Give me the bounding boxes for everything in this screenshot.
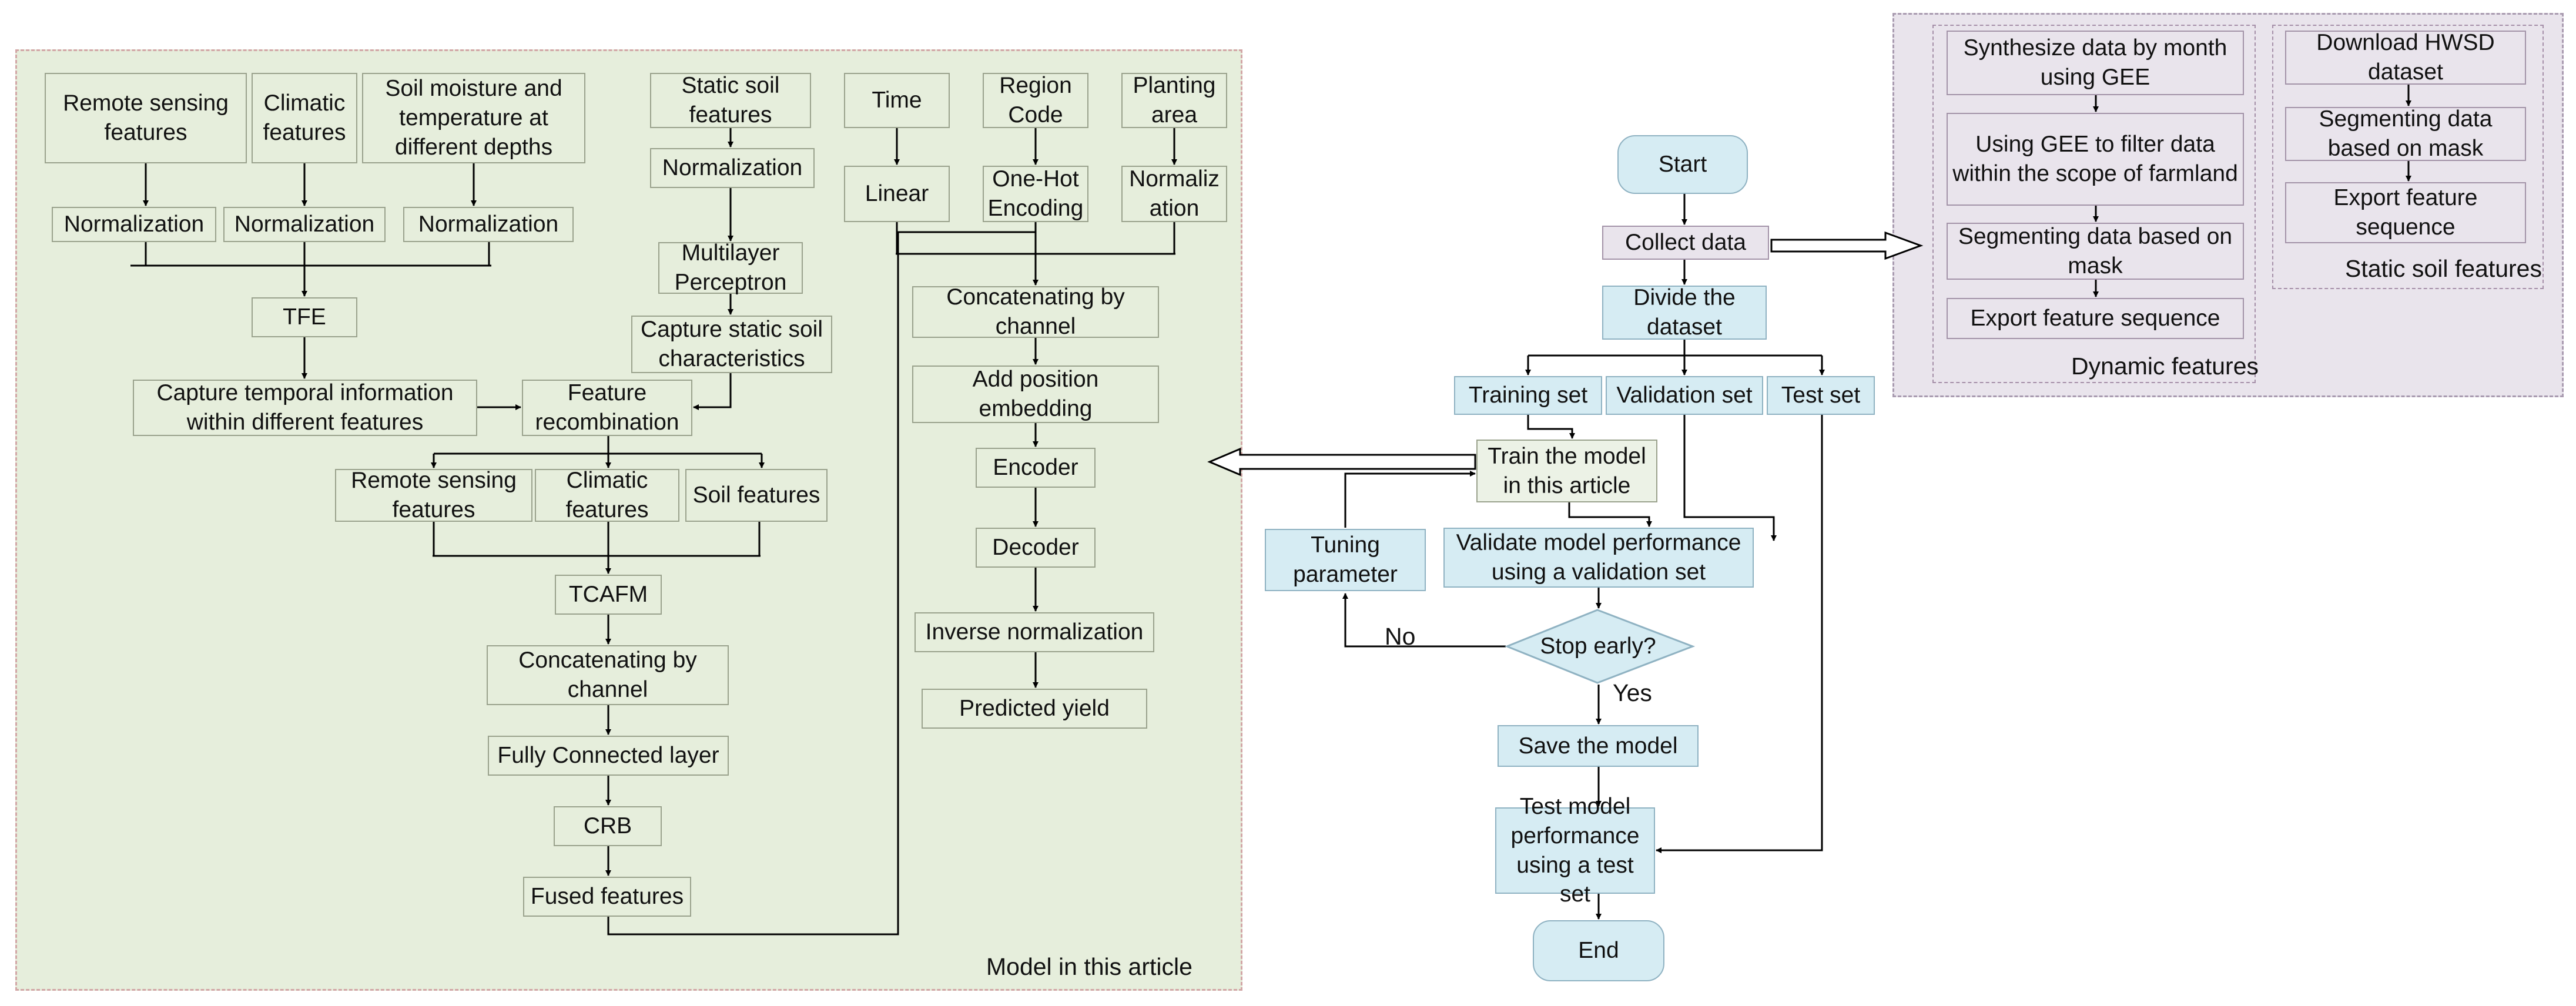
tcafm-box: TCAFM [555, 575, 662, 615]
no-label: No [1385, 623, 1416, 650]
fully-connected-layer-box: Fully Connected layer [488, 736, 729, 776]
add-position-embedding-box: Add position embedding [912, 365, 1159, 423]
capture-temporal-info-box: Capture temporal information within diff… [133, 380, 477, 436]
remote-sensing-features-box: Remote sensing features [45, 73, 247, 163]
encoder-box: Encoder [976, 448, 1096, 488]
segment-dynamic-box: Segmenting data based on mask [1947, 223, 2244, 280]
segment-static-box: Segmenting data based on mask [2285, 106, 2526, 161]
normalization-soil: Normalization [403, 207, 574, 242]
normalization-planting-box: Normaliz ation [1121, 166, 1227, 222]
feature-recombination-box: Feature recombination [522, 380, 692, 436]
normalization-climatic: Normalization [223, 207, 386, 242]
crb-box: CRB [554, 806, 662, 846]
save-model-box: Save the model [1498, 725, 1699, 767]
predicted-yield-box: Predicted yield [922, 689, 1147, 729]
region-code-box: Region Code [983, 73, 1088, 128]
decoder-box: Decoder [976, 528, 1096, 568]
train-model-box: Train the model in this article [1476, 440, 1657, 502]
stop-early-diamond [1504, 609, 1696, 684]
linear-box: Linear [844, 166, 950, 222]
yes-label: Yes [1613, 679, 1652, 706]
climatic-features-box: Climatic features [252, 73, 357, 163]
stop-early-label: Stop early? [1540, 633, 1656, 659]
fused-features-box: Fused features [523, 877, 691, 917]
validate-model-box: Validate model performance using a valid… [1443, 528, 1754, 588]
static-soil-features-caption: Static soil features [2345, 255, 2542, 282]
remote-sensing-features-2-box: Remote sensing features [335, 468, 532, 522]
static-soil-features-box: Static soil features [650, 73, 811, 128]
synthesize-data-box: Synthesize data by month using GEE [1947, 31, 2244, 95]
dynamic-features-caption: Dynamic features [2071, 353, 2259, 380]
filter-farmland-box: Using GEE to filter data within the scop… [1947, 113, 2244, 206]
multilayer-perceptron-box: Multilayer Perceptron [658, 240, 803, 295]
inverse-normalization-box: Inverse normalization [915, 612, 1154, 652]
concatenating-by-channel-left-box: Concatenating by channel [487, 645, 729, 705]
export-dynamic-box: Export feature sequence [1947, 298, 2244, 339]
model-panel-caption: Model in this article [986, 953, 1192, 980]
dynamic-features-panel [1932, 25, 2256, 383]
tfe-box: TFE [252, 297, 357, 337]
divide-dataset-box: Divide the dataset [1602, 285, 1767, 340]
download-hwsd-box: Download HWSD dataset [2285, 30, 2526, 85]
training-set-box: Training set [1454, 376, 1602, 415]
soil-features-box: Soil features [685, 469, 828, 522]
planting-area-box: Planting area [1121, 73, 1227, 128]
time-box: Time [844, 73, 950, 128]
export-static-box: Export feature sequence [2285, 182, 2526, 243]
concatenating-by-channel-right-box: Concatenating by channel [912, 284, 1159, 339]
climatic-features-2-box: Climatic features [535, 468, 679, 522]
normalization-static-box: Normalization [650, 148, 815, 188]
static-soil-features-panel [2272, 25, 2544, 289]
capture-static-soil-box: Capture static soil characteristics [631, 316, 832, 373]
tuning-parameter-box: Tuning parameter [1265, 529, 1426, 591]
test-set-box: Test set [1767, 376, 1875, 415]
validation-set-box: Validation set [1606, 376, 1763, 415]
end-terminal: End [1533, 920, 1664, 981]
start-terminal: Start [1617, 135, 1748, 194]
collect-data-box: Collect data [1602, 226, 1769, 260]
soil-moisture-temperature-box: Soil moisture and temperature at differe… [362, 73, 585, 163]
one-hot-encoding-box: One-Hot Encoding [983, 166, 1088, 222]
normalization-remote-sensing: Normalization [52, 207, 216, 242]
test-model-box: Test model performance using a test set [1495, 794, 1655, 907]
